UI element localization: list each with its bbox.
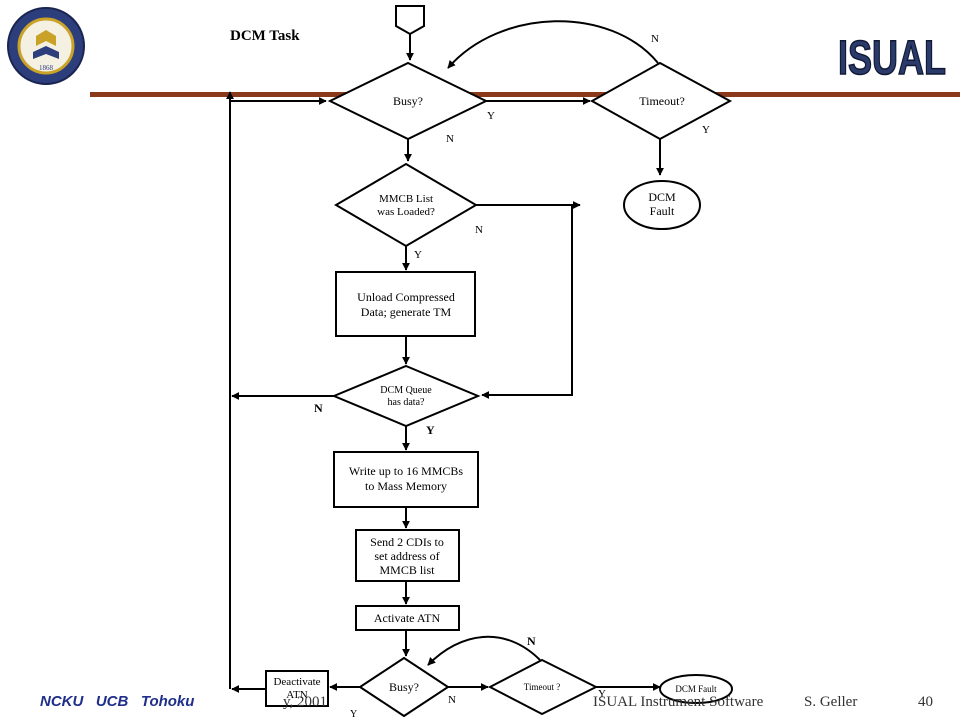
deactivate-label-line2: ATN xyxy=(286,689,307,701)
fault-label-line2: Fault xyxy=(650,204,675,218)
fault-label-line1: DCM xyxy=(648,190,676,204)
logo-text: ISUAL xyxy=(838,32,946,80)
busy-no-label: N xyxy=(446,133,454,145)
queue-no-label: N xyxy=(314,401,323,415)
mmcb-label-line2: was Loaded? xyxy=(377,206,435,218)
send-cdi-process xyxy=(355,529,460,582)
timeout2-no-label: N xyxy=(527,634,536,648)
deactivate-atn-process xyxy=(265,670,329,707)
isual-logo: ISUAL xyxy=(837,31,947,80)
page-title: DCM Task xyxy=(230,28,300,44)
send-label-line1: Send 2 CDIs to xyxy=(370,535,444,549)
arrow-timeout-no-loop xyxy=(447,20,659,69)
timeout-yes-label: Y xyxy=(702,124,710,136)
unload-label-line1: Unload Compressed xyxy=(357,290,455,304)
footer-organizations: NCKU UCB Tohoku xyxy=(40,693,195,710)
busy2-yes-label: Y xyxy=(350,709,357,720)
busy2-label: Busy? xyxy=(389,680,419,694)
dcm-fault2-terminal xyxy=(659,674,733,704)
start-connector xyxy=(395,5,425,36)
activate-label: Activate ATN xyxy=(374,611,441,625)
unload-process xyxy=(335,271,476,337)
send-label-line2: set address of xyxy=(374,549,439,563)
timeout2-label: Timeout ? xyxy=(524,682,560,692)
timeout2-decision xyxy=(487,658,599,716)
busy-label: Busy? xyxy=(393,94,423,108)
busy2-decision xyxy=(358,656,450,718)
queue-yes-label: Y xyxy=(426,423,435,437)
timeout2-yes-label: Y xyxy=(598,688,606,700)
busy-yes-label: Y xyxy=(487,110,495,122)
timeout-no-label: N xyxy=(651,33,659,45)
footer-date: y, 2001 xyxy=(283,694,328,710)
arrow-mmcb-no-to-queue xyxy=(476,204,573,399)
write-label-line2: to Mass Memory xyxy=(365,479,447,493)
footer-author: S. Geller xyxy=(804,694,858,710)
mmcb-yes-label: Y xyxy=(414,249,422,261)
mmcb-no-label: N xyxy=(475,224,483,236)
arrow-timeout2-no-loop xyxy=(427,635,541,666)
mmcb-label-line1: MMCB List xyxy=(379,193,433,205)
university-seal-logo: 1868 xyxy=(7,7,85,85)
fault2-label: DCM Fault xyxy=(675,684,717,694)
deactivate-label-line1: Deactivate xyxy=(273,676,320,688)
mmcb-loaded-decision xyxy=(334,162,478,248)
queue-label-line1: DCM Queue xyxy=(380,385,432,396)
footer-title: ISUAL Instrument Software xyxy=(593,694,764,710)
send-label-line3: MMCB list xyxy=(379,563,435,577)
dcm-fault-terminal xyxy=(623,180,701,230)
timeout-label: Timeout? xyxy=(639,94,685,108)
page-number: 40 xyxy=(918,694,933,710)
dcm-queue-decision xyxy=(331,364,481,428)
header-rule xyxy=(90,92,960,97)
queue-label-line2: has data? xyxy=(388,397,425,408)
activate-atn-process xyxy=(355,605,460,631)
write-label-line1: Write up to 16 MMCBs xyxy=(349,464,464,478)
busy2-no-label: N xyxy=(448,694,456,706)
seal-year: 1868 xyxy=(39,64,54,72)
write-mmcb-process xyxy=(333,451,479,508)
unload-label-line2: Data; generate TM xyxy=(361,305,452,319)
